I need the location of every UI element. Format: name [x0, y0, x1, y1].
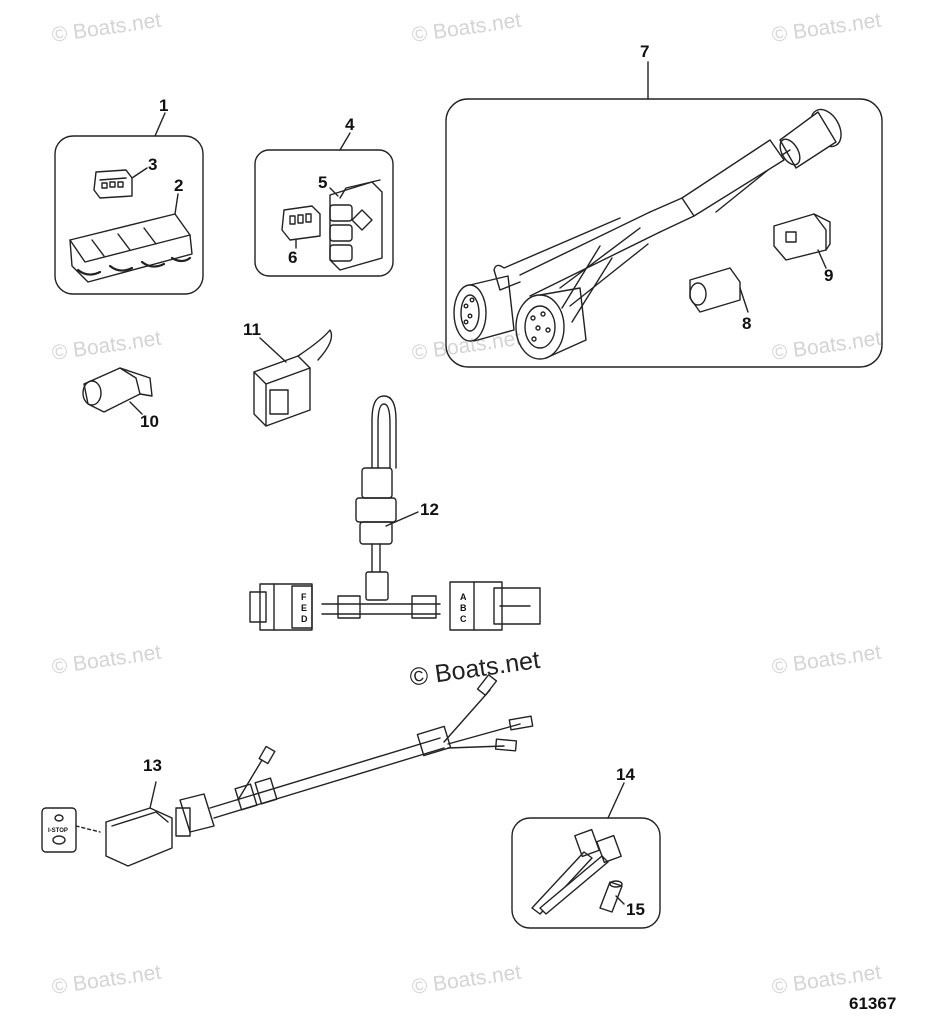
pin-letter: F [301, 592, 307, 602]
callout-6: 6 [288, 248, 298, 267]
kit-14-box [511, 817, 661, 929]
tool-part-14 [531, 828, 622, 915]
leader-1 [154, 112, 166, 137]
callout-9: 9 [824, 266, 834, 285]
leader-14 [607, 782, 625, 819]
callout-15: 15 [626, 900, 645, 919]
callout-4: 4 [345, 115, 355, 134]
pin-letter: B [460, 603, 467, 613]
connector-part-11 [253, 329, 333, 427]
callout-5: 5 [318, 173, 328, 192]
connector-part-9 [773, 213, 831, 269]
t-harness-part-12 [249, 395, 541, 631]
callout-1: 1 [159, 96, 169, 115]
relay-block-part-5 [329, 179, 383, 271]
leader-4 [339, 132, 351, 151]
callout-7: 7 [640, 42, 650, 61]
connector-part-3 [93, 167, 148, 199]
connector-part-6 [281, 205, 321, 249]
pin-part-15 [599, 880, 625, 913]
harness-adapter-part-7 [453, 108, 842, 360]
connector-part-10 [82, 367, 153, 415]
figure-number: 61367 [849, 994, 897, 1013]
switch-label: I-STOP [48, 828, 68, 834]
pin-letter: D [301, 614, 308, 624]
pin-letter: C [460, 614, 467, 624]
kit-1-box [54, 135, 204, 295]
callout-14: 14 [616, 765, 635, 784]
callout-12: 12 [420, 500, 439, 519]
connector-part-8 [689, 267, 749, 313]
kit-7-box [445, 98, 883, 368]
kit-4-box [254, 149, 394, 277]
callout-13: 13 [143, 756, 162, 775]
pin-letter: A [460, 592, 467, 602]
callout-11: 11 [243, 320, 261, 339]
connector-strip-part-2 [69, 193, 193, 283]
pin-letter: E [301, 603, 307, 613]
switch-harness-part-13 [41, 674, 534, 867]
callout-10: 10 [140, 412, 159, 431]
callout-8: 8 [742, 314, 752, 333]
callout-3: 3 [148, 155, 158, 174]
callout-2: 2 [174, 176, 184, 195]
